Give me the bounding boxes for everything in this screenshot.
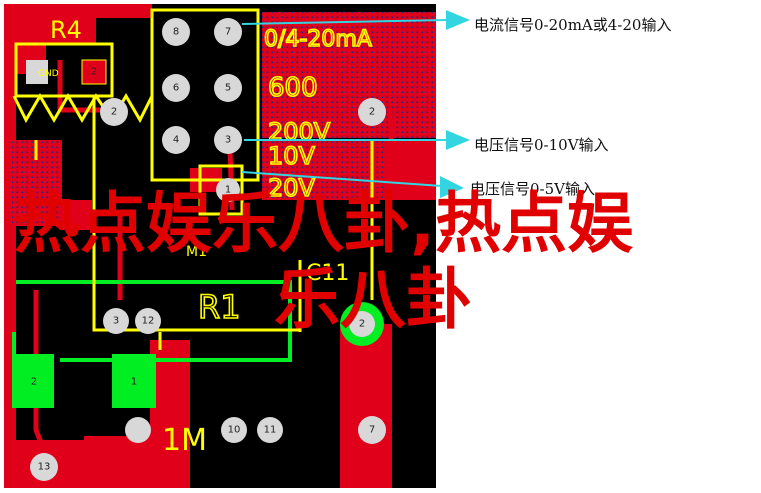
watermark-line-1: 热点娱乐八卦,热点娱 — [14, 185, 633, 262]
silk-gnd: GND — [38, 69, 59, 79]
svg-text:2: 2 — [31, 377, 37, 388]
svg-text:2: 2 — [359, 319, 365, 330]
pad-2-right: 2 — [358, 98, 386, 126]
pad-gnd — [26, 60, 48, 84]
pad-4: 4 — [162, 126, 190, 154]
pad-11: 11 — [257, 417, 283, 443]
annotation-voltage-10v: 电压信号0-10V输入 — [474, 136, 609, 154]
svg-text:13: 13 — [38, 462, 51, 473]
svg-text:3: 3 — [113, 316, 119, 327]
svg-text:2: 2 — [111, 107, 117, 118]
pad-2-square-left: 2 — [31, 377, 37, 388]
pad-1-square: 1 — [131, 377, 137, 388]
silk-10v: 10V — [268, 142, 316, 170]
pads: 8 7 6 5 4 3 2 2 1 3 12 2 2 1 10 11 7 13 … — [26, 18, 386, 481]
svg-text:5: 5 — [225, 83, 231, 94]
svg-text:6: 6 — [173, 83, 179, 94]
pad-13: 13 — [30, 453, 58, 481]
pad-12: 12 — [135, 308, 161, 334]
pad-2-green: 2 — [349, 311, 375, 337]
pad-3-lower: 3 — [103, 308, 129, 334]
silk-r1: R1 — [198, 288, 241, 326]
annotation-labels: 电流信号0-20mA或4-20输入 电压信号0-10V输入 电压信号0-5V输入 — [470, 16, 671, 198]
silk-r4: R4 — [50, 16, 82, 44]
silk-600: 600 — [268, 73, 318, 103]
pad-2-small: 2 — [81, 59, 107, 85]
svg-text:4: 4 — [173, 135, 179, 146]
pad-7-lower: 7 — [358, 416, 386, 444]
watermark-line-2: 乐八卦 — [274, 261, 472, 338]
svg-text:3: 3 — [225, 135, 231, 146]
silkscreen-text: R4 GND 0/4-20mA 600 200V 10V 20V M1 C11 … — [38, 16, 373, 458]
silk-20v: 20V — [268, 174, 316, 202]
pad-7: 7 — [214, 18, 242, 46]
pad-6: 6 — [162, 74, 190, 102]
silk-200v: 200V — [268, 118, 331, 146]
svg-text:12: 12 — [142, 316, 155, 327]
silk-1m: 1M — [162, 423, 207, 458]
silk-range-420: 0/4-20mA — [264, 27, 372, 52]
pad-8: 8 — [162, 18, 190, 46]
pad-1: 1 — [216, 178, 240, 202]
annotation-current-input: 电流信号0-20mA或4-20输入 — [474, 16, 671, 34]
svg-text:10: 10 — [228, 425, 241, 436]
svg-text:11: 11 — [264, 425, 277, 436]
silkscreen-lines — [12, 8, 374, 350]
pad-2-top: 2 — [100, 98, 128, 126]
copper-pours — [4, 4, 436, 488]
svg-text:7: 7 — [369, 425, 375, 436]
silk-m1: M1 — [186, 244, 207, 260]
annotation-arrows — [241, 10, 470, 198]
svg-text:2: 2 — [369, 107, 375, 118]
svg-text:1: 1 — [131, 377, 137, 388]
svg-text:2: 2 — [91, 67, 97, 78]
pad-3: 3 — [214, 126, 242, 154]
svg-text:1: 1 — [225, 185, 231, 196]
silk-c11: C11 — [306, 261, 349, 286]
annotation-voltage-5v: 电压信号0-5V输入 — [470, 180, 595, 198]
svg-text:7: 7 — [225, 27, 231, 38]
svg-text:8: 8 — [173, 27, 179, 38]
pad-5: 5 — [214, 74, 242, 102]
pad-unlabeled — [125, 417, 151, 443]
pad-10: 10 — [221, 417, 247, 443]
watermark: 热点娱乐八卦,热点娱 乐八卦 — [14, 185, 633, 338]
